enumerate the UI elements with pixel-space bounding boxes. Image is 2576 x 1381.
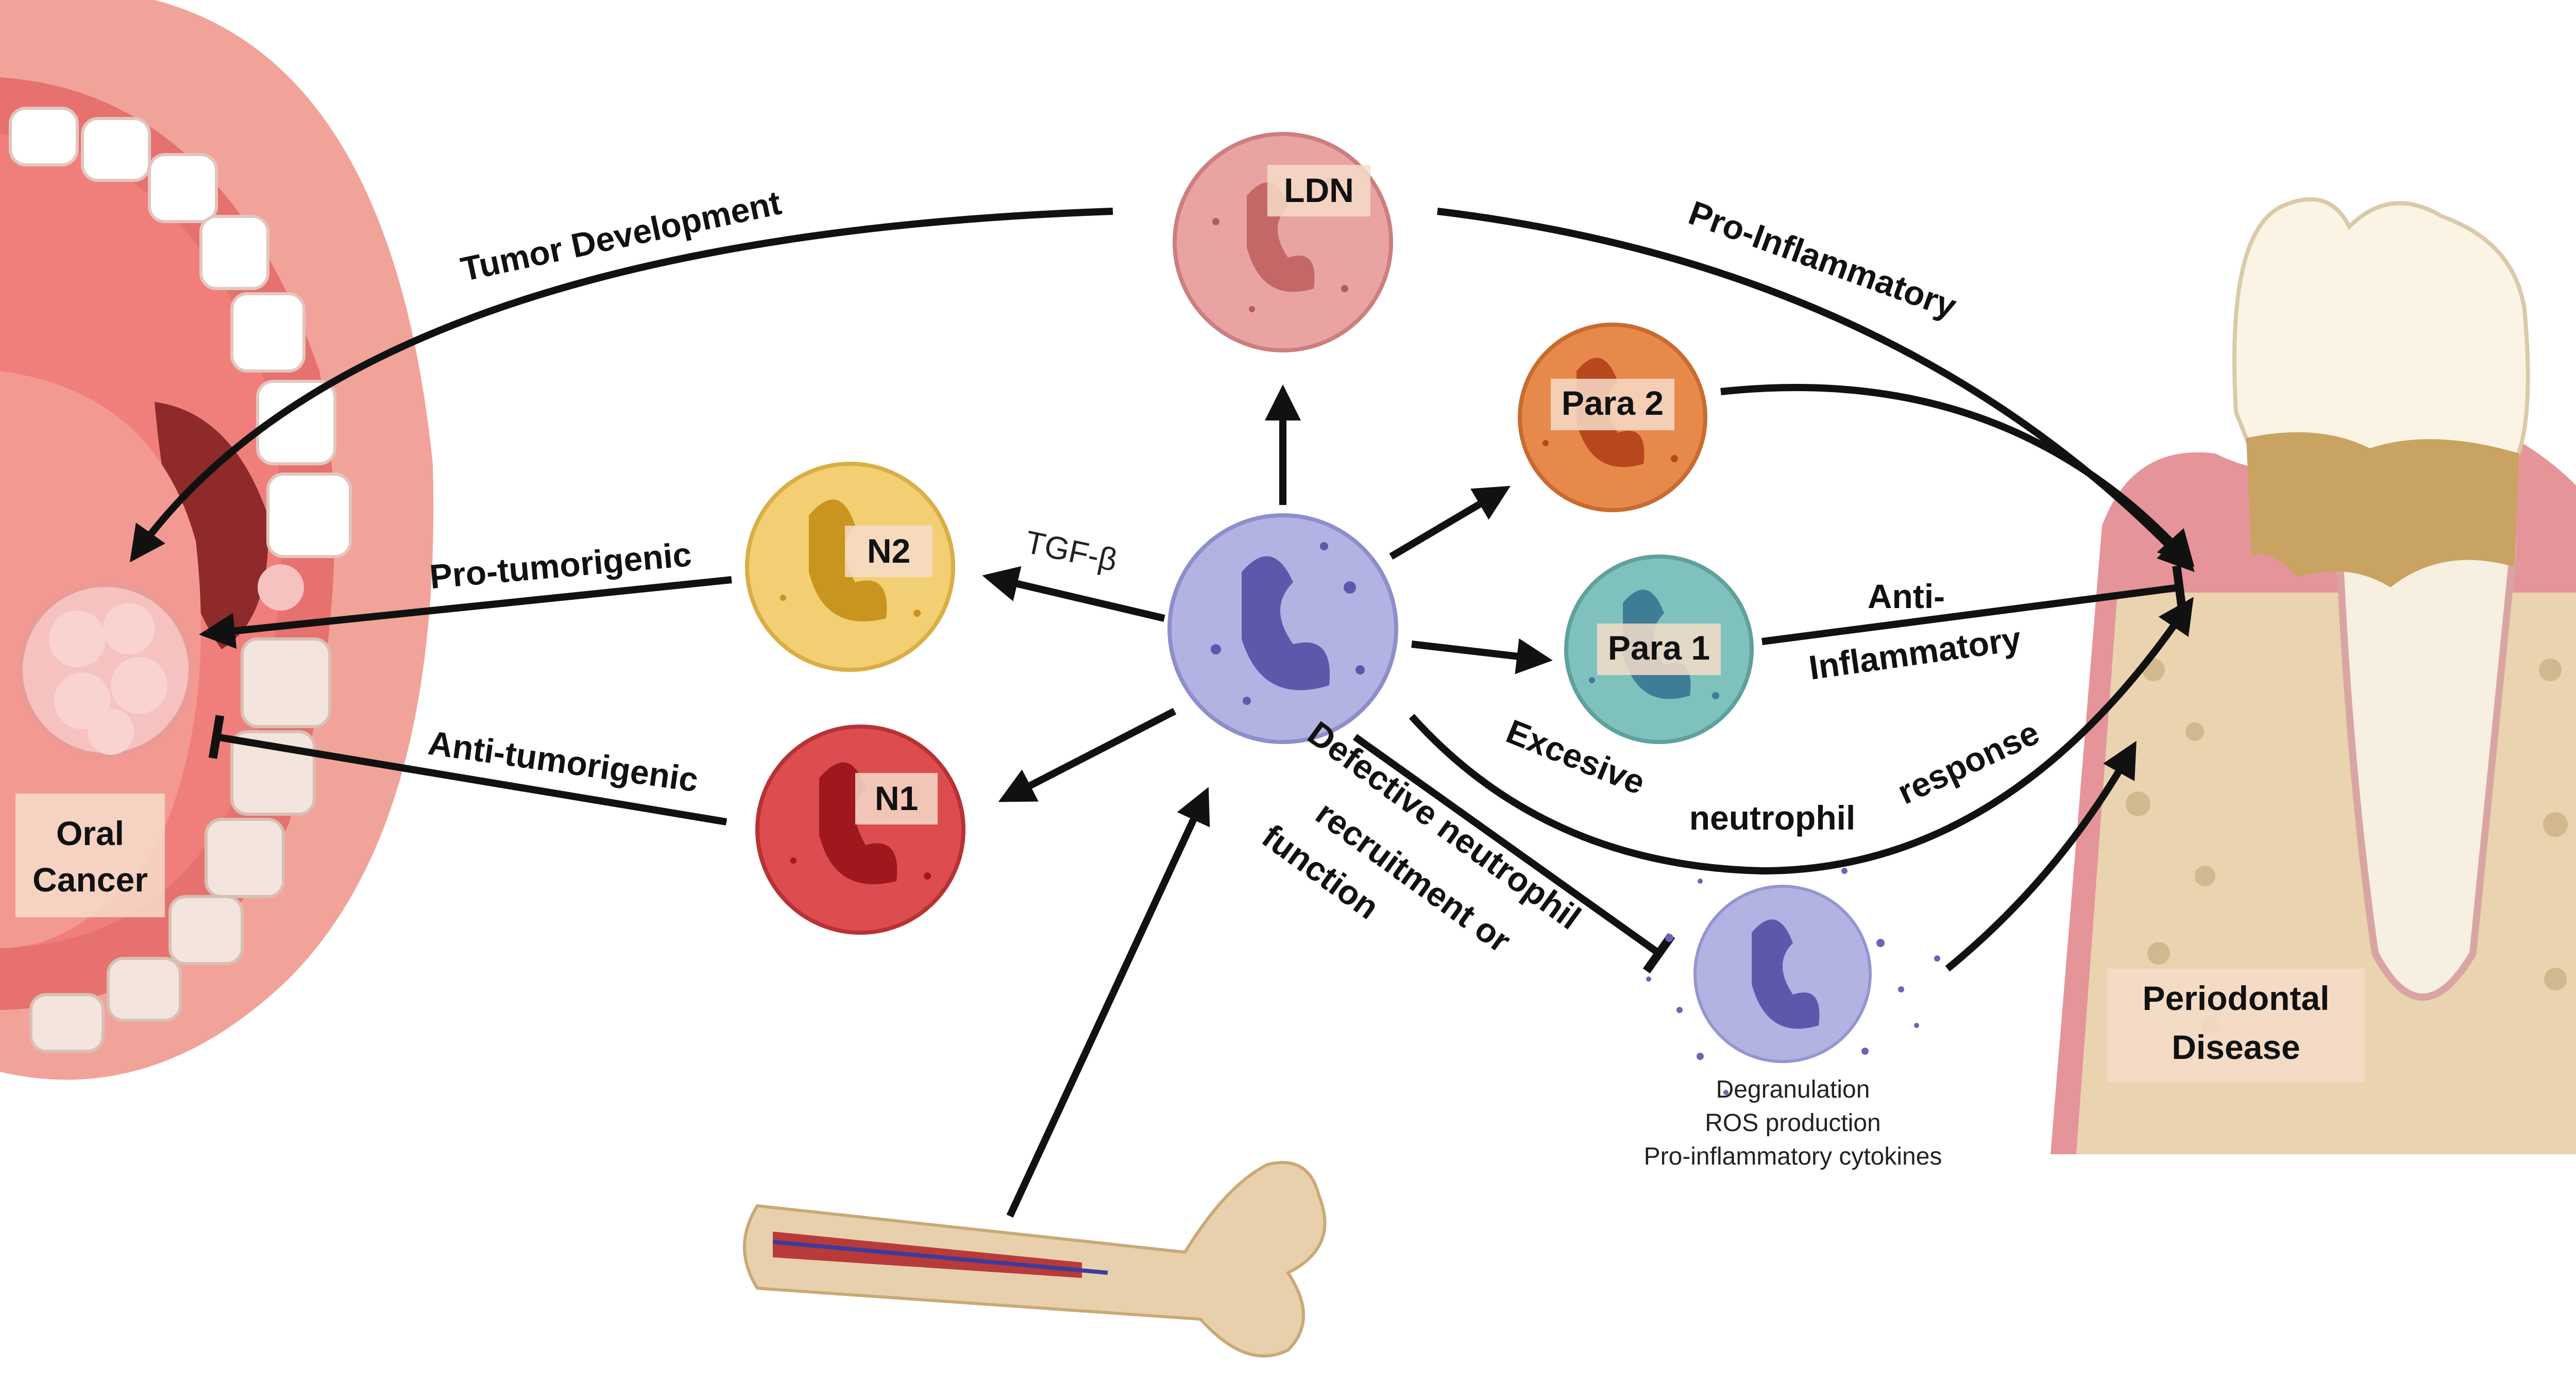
periodontal-label-box: [2107, 969, 2365, 1082]
cell-central-neutrophil: [1167, 513, 1398, 744]
arrow-anti-tumorigenic: [208, 715, 727, 826]
arrow-central-to-para2: [1389, 485, 1511, 560]
periodontal-label-line2: Disease: [2172, 1028, 2300, 1066]
para1-label: Para 1: [1608, 629, 1710, 667]
arrow-excessive-response: [1409, 597, 2194, 875]
degranulation-line2: ROS production: [1705, 1109, 1881, 1137]
bone-marrow-icon: [743, 1161, 1327, 1358]
arrow-central-to-para1: [1411, 638, 1553, 675]
cell-n1: [755, 725, 965, 935]
oral-cancer-label-box: [15, 794, 165, 917]
ldn-label-box: [1267, 165, 1370, 216]
arrow-central-to-n2: [982, 566, 1165, 622]
arrow-defective-recruitment: [1352, 734, 1675, 974]
n1-label-box: [855, 773, 938, 824]
tumor-icon: [19, 564, 304, 757]
arrow-bone-to-central: [1006, 787, 1210, 1218]
pro-inflammatory-label: Pro-Inflammatory: [1684, 193, 1961, 326]
degranulation-line3: Pro-inflammatory cytokines: [1644, 1143, 1942, 1170]
n2-label: N2: [867, 532, 910, 570]
arrow-degranulation-to-periodontal: [1945, 740, 2137, 972]
para2-label: Para 2: [1562, 384, 1664, 422]
para2-label-box: [1551, 379, 1674, 430]
periodontal-label-line1: Periodontal: [2142, 979, 2329, 1017]
arrow-tumor-development: [129, 208, 1113, 563]
ldn-label: LDN: [1284, 171, 1354, 209]
arrow-pro-tumorigenic: [199, 576, 732, 649]
arrow-central-to-n1: [998, 708, 1177, 802]
excessive-label-word3: response: [1892, 713, 2045, 812]
arrows: [129, 208, 2195, 1218]
oral-cancer-label-line1: Oral: [56, 814, 124, 852]
para1-label-box: [1597, 624, 1721, 675]
excessive-label-word2: neutrophil: [1689, 799, 1856, 837]
oral-cancer-label-line2: Cancer: [32, 861, 148, 899]
n2-label-box: [845, 526, 933, 577]
tgf-beta-label: TGF-β: [1022, 524, 1121, 578]
n1-label: N1: [875, 779, 918, 817]
cell-degranulating-neutrophil: [1646, 868, 1940, 1095]
anti-inflammatory-label-line1: Anti-: [1868, 577, 1945, 615]
arrow-para1-anti-inflammatory: [1761, 565, 2187, 645]
arrow-para2-to-periodontal: [1720, 384, 2195, 567]
degranulation-line1: Degranulation: [1716, 1076, 1870, 1103]
oral-cavity-illustration: [0, 0, 434, 1080]
anti-tumorigenic-label: Anti-tumorigenic: [426, 723, 701, 799]
